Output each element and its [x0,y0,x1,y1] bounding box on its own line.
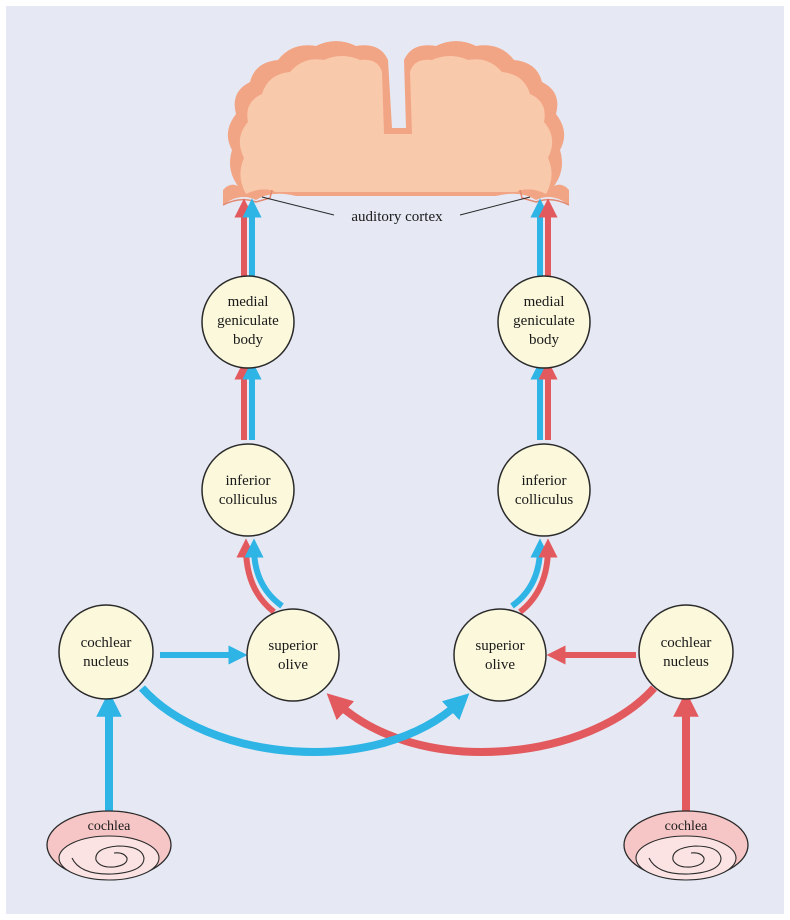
cochlea-label: cochlea [88,819,132,834]
node-label-line: inferior [522,473,567,489]
node-label-line: inferior [226,473,271,489]
node-label-line: nucleus [83,654,129,670]
brainstem-arrows [96,645,699,812]
cortex-leader-right [459,196,531,216]
arrow-left-cn-to-right-so [139,685,470,756]
node-label-line: superior [268,638,317,654]
left-cochlear-nucleus-node: cochlear nucleus [58,604,154,700]
node-label-line: body [529,332,560,348]
node-label-line: medial [228,294,269,310]
brain-fill [239,56,553,194]
right-inferior-colliculus-node: inferior colliculus [497,443,591,537]
node-label-line: olive [278,657,308,673]
right-cochlear-nucleus-node: cochlear nucleus [638,604,734,700]
right-cochlea: cochlea [623,810,749,881]
node-label-line: colliculus [219,492,277,508]
node-label-line: colliculus [515,492,573,508]
left-medial-geniculate-node: medial geniculate body [201,275,295,369]
arrow-right-cn-to-left-so [326,685,657,756]
cortex-leader-left [261,196,335,216]
node-label-line: cochlear [661,635,712,651]
cortex-label: auditory cortex [351,209,443,225]
node-label-line: superior [475,638,524,654]
left-cochlea: cochlea [46,810,172,881]
node-label-line: body [233,332,264,348]
node-label-line: nucleus [663,654,709,670]
right-superior-olive-node: superior olive [453,608,547,702]
left-ascending-arrows [234,198,284,615]
left-inferior-colliculus-node: inferior colliculus [201,443,295,537]
right-medial-geniculate-node: medial geniculate body [497,275,591,369]
cochlea-label: cochlea [665,819,709,834]
node-label-line: medial [524,294,565,310]
right-ascending-arrows [510,198,558,615]
node-label-line: geniculate [513,313,575,329]
node-label-line: cochlear [81,635,132,651]
left-superior-olive-node: superior olive [246,608,340,702]
node-label-line: geniculate [217,313,279,329]
node-label-line: olive [485,657,515,673]
